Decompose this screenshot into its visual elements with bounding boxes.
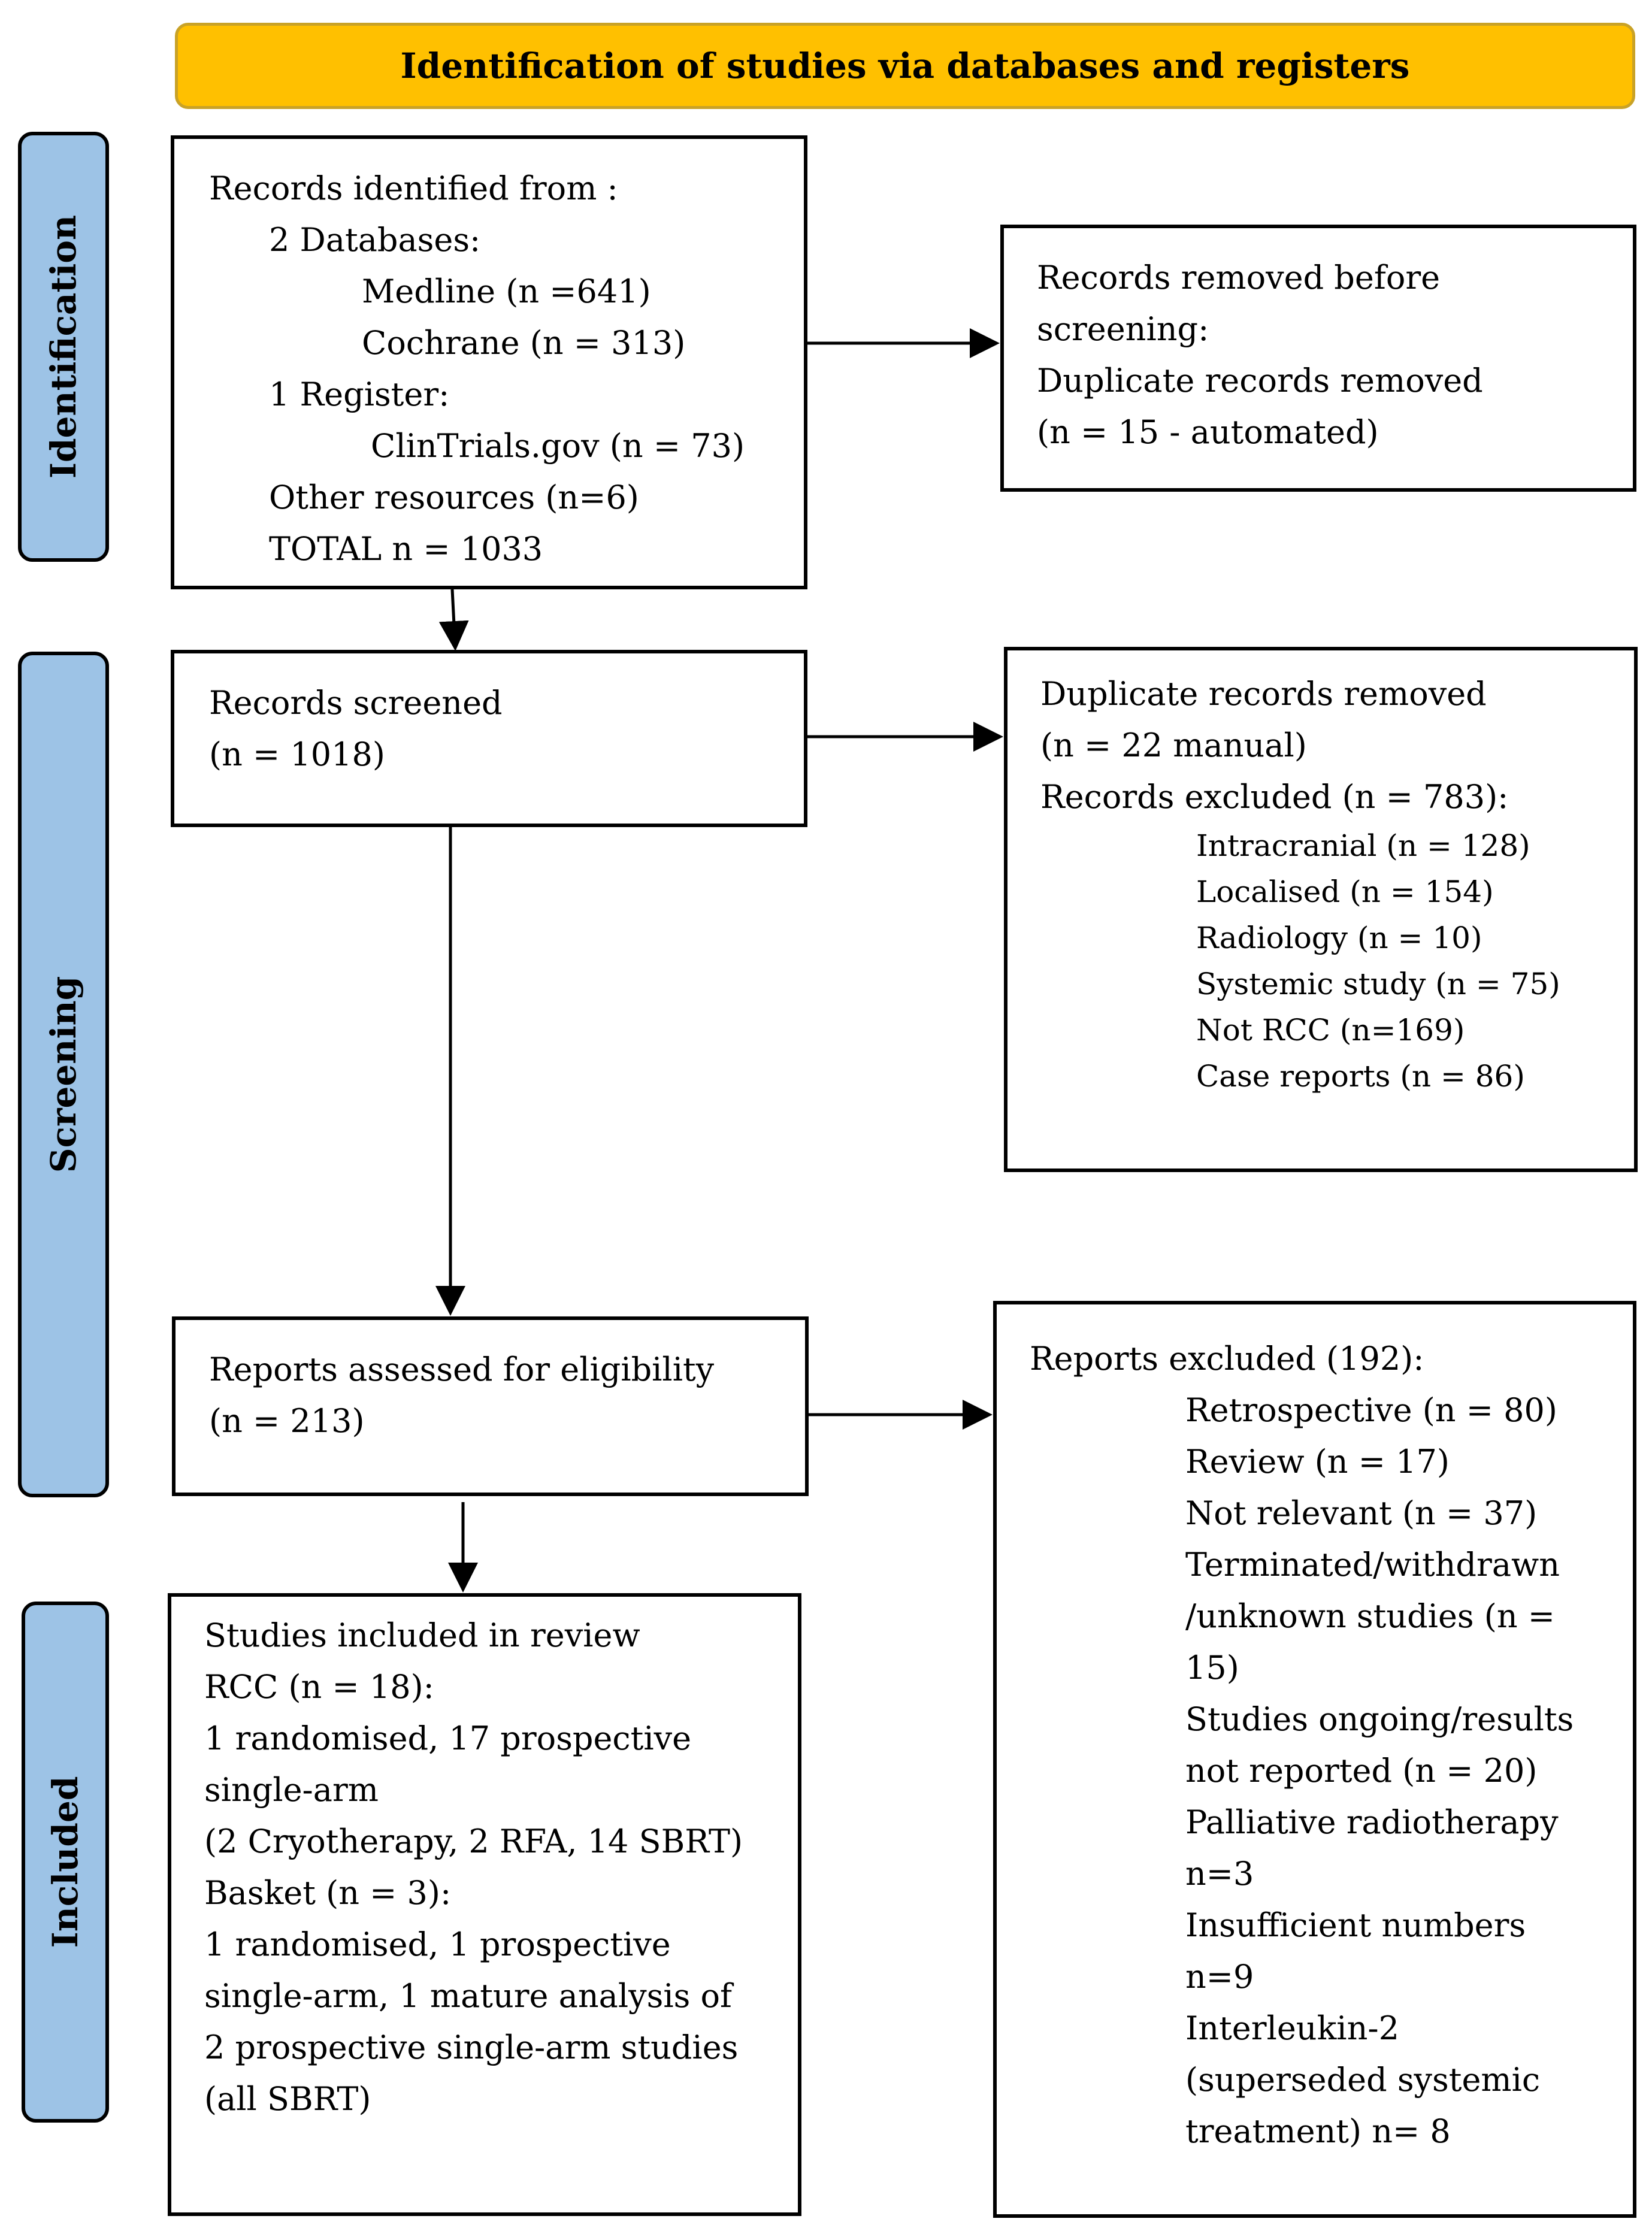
included-line: single-arm — [204, 1771, 379, 1809]
screened-line: Records screened — [209, 684, 503, 722]
included-line: (2 Cryotherapy, 2 RFA, 14 SBRT) — [204, 1823, 743, 1860]
included-line: 2 prospective single-arm studies — [204, 2029, 739, 2066]
included-line: (all SBRT) — [204, 2080, 371, 2118]
included-line: single-arm, 1 mature analysis of — [204, 1977, 732, 2015]
list-item: Review (n = 17) — [1185, 1443, 1450, 1481]
list-item: Not relevant (n = 37) — [1185, 1494, 1538, 1532]
records-screened-box: Records screened (n = 1018) — [171, 650, 807, 827]
identified-line: TOTAL n = 1033 — [269, 530, 543, 568]
identified-line: 2 Databases: — [269, 221, 481, 259]
header-title: Identification of studies via databases … — [400, 46, 1410, 86]
identified-line: 1 Register: — [269, 376, 450, 413]
removed-line: Duplicate records removed — [1037, 362, 1483, 399]
list-item: Terminated/withdrawn /unknown studies (n… — [1185, 1546, 1560, 1687]
excluded-item: Intracranial (n = 128) — [1196, 828, 1530, 863]
phase-screening-label: Screening — [43, 976, 84, 1173]
records-removed-box: Records removed before screening: Duplic… — [1000, 225, 1636, 492]
removed-line: screening: — [1037, 310, 1209, 348]
identified-line: Other resources (n=6) — [269, 479, 639, 516]
list-item: Palliative radiotherapy n=3 — [1185, 1803, 1559, 1893]
phase-included-label: Included — [45, 1776, 86, 1948]
arrow-identified-to-screened — [438, 589, 469, 651]
included-line: Basket (n = 3): — [204, 1874, 452, 1912]
list-item: Interleukin-2 (superseded systemic treat… — [1185, 2009, 1541, 2150]
eligibility-box: Reports assessed for eligibility (n = 21… — [172, 1316, 809, 1496]
eligibility-line: Reports assessed for eligibility — [209, 1351, 715, 1388]
list-item: Studies ongoing/results not reported (n … — [1185, 1700, 1574, 1790]
dup-line: Duplicate records removed — [1040, 675, 1487, 713]
dup-line: (n = 22 manual) — [1040, 726, 1307, 764]
identified-line: Medline (n =641) — [362, 273, 651, 310]
included-line: Studies included in review — [204, 1617, 640, 1654]
removed-line: Records removed before — [1037, 259, 1441, 296]
excluded-item: Systemic study (n = 75) — [1196, 967, 1560, 1001]
identified-line: Cochrane (n = 313) — [362, 324, 686, 362]
records-identified-box: Records identified from : 2 Databases: M… — [171, 135, 807, 589]
removed-line: (n = 15 - automated) — [1037, 413, 1379, 451]
included-line: 1 randomised, 17 prospective — [204, 1720, 692, 1757]
identified-line: ClinTrials.gov (n = 73) — [371, 427, 745, 465]
included-line: RCC (n = 18): — [204, 1668, 434, 1706]
header-banner: Identification of studies via databases … — [175, 23, 1635, 109]
phase-included: Included — [22, 1602, 109, 2123]
phase-screening: Screening — [18, 652, 109, 1497]
reports-excluded-box: Reports excluded (192): Retrospective (n… — [993, 1301, 1636, 2218]
excluded-item: Case reports (n = 86) — [1196, 1059, 1525, 1094]
screened-line: (n = 1018) — [209, 735, 385, 773]
included-line: 1 randomised, 1 prospective — [204, 1926, 671, 1963]
phase-identification: Identification — [18, 132, 109, 562]
identified-line: Records identified from : — [209, 169, 618, 207]
excluded-item: Localised (n = 154) — [1196, 874, 1494, 909]
list-item: Insufficient numbers n=9 — [1185, 1906, 1526, 1996]
phase-identification-label: Identification — [43, 214, 84, 479]
excluded-item: Radiology (n = 10) — [1196, 921, 1482, 955]
reports-excluded-title: Reports excluded (192): — [1030, 1340, 1424, 1378]
excluded-item: Not RCC (n=169) — [1196, 1013, 1465, 1048]
list-item: Retrospective (n = 80) — [1185, 1391, 1557, 1429]
studies-included-box: Studies included in review RCC (n = 18):… — [168, 1593, 801, 2216]
reports-excluded-list: Retrospective (n = 80) Review (n = 17) N… — [1030, 1385, 1633, 2157]
records-excluded-box: Duplicate records removed (n = 22 manual… — [1004, 647, 1638, 1172]
excluded-title: Records excluded (n = 783): — [1040, 778, 1509, 816]
eligibility-line: (n = 213) — [209, 1402, 365, 1440]
